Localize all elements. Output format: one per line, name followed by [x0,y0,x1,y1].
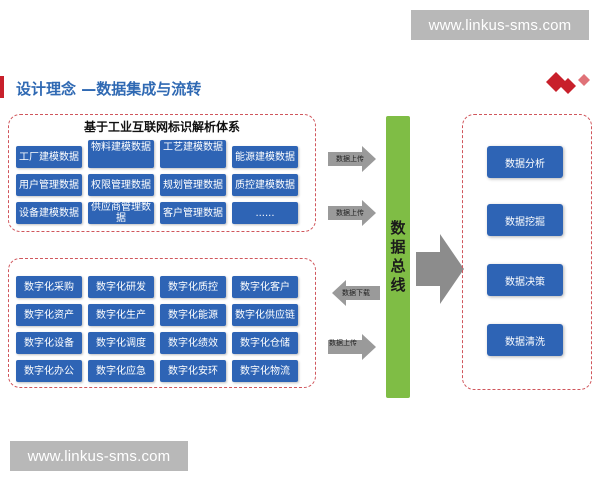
data-analysis-box: 数据分析 [487,146,563,178]
arrow-label-upload-3: 数据上传 [329,339,357,347]
digital-cell: 数字化安环 [160,360,226,382]
digital-cell: 数字化办公 [16,360,82,382]
identifier-group-title: 基于工业互联网标识解析体系 [83,120,240,134]
identifier-cell: ...... [232,202,298,224]
digital-cell: 数字化生产 [88,304,154,326]
data-application-group [462,114,592,390]
slide-title: 设计理念 —数据集成与流转 [16,80,202,98]
digital-cell: 数字化供应链 [232,304,298,326]
identifier-cell: 设备建模数据 [16,202,82,224]
identifier-data-group [8,114,316,232]
identifier-cell: 工厂建模数据 [16,146,82,168]
digital-cell: 数字化资产 [16,304,82,326]
digital-cell: 数字化绩效 [160,332,226,354]
identifier-cell: 用户管理数据 [16,174,82,196]
arrow-upload-2-icon [328,200,376,226]
bus-char: 总 [390,257,406,275]
digital-cell: 数字化调度 [88,332,154,354]
digital-cell: 数字化仓储 [232,332,298,354]
digital-domain-group [8,258,316,388]
identifier-cell: 权限管理数据 [88,174,154,196]
arrow-label-download: 数据下载 [342,289,370,297]
arrow-upload-1-icon [328,146,376,172]
bus-char: 数 [390,219,406,237]
slide: 设计理念 —数据集成与流转 基于工业互联网标识解析体系 工厂建模数据物料建模数据… [0,66,600,406]
digital-cell: 数字化采购 [16,276,82,298]
title-accent-bar [0,76,4,98]
arrow-upload-3-icon [328,334,376,360]
data-cleansing-box: 数据清洗 [487,324,563,356]
digital-cell: 数字化应急 [88,360,154,382]
logo-icon [546,72,590,94]
identifier-cell: 工艺建模数据 [160,140,226,168]
identifier-cell: 物料建模数据 [88,140,154,168]
watermark-bottom: www.linkus-sms.com [10,441,188,471]
digital-cell: 数字化能源 [160,304,226,326]
digital-cell: 数字化设备 [16,332,82,354]
arrow-label-upload-1: 数据上传 [336,155,364,163]
digital-cell: 数字化物流 [232,360,298,382]
big-arrow-right-icon [416,234,464,304]
data-bus: 数 据 总 线 [386,116,410,398]
identifier-cell: 质控建模数据 [232,174,298,196]
arrow-download-icon [332,280,380,306]
digital-cell: 数字化质控 [160,276,226,298]
digital-cell: 数字化客户 [232,276,298,298]
identifier-cell: 客户管理数据 [160,202,226,224]
identifier-cell: 规划管理数据 [160,174,226,196]
data-mining-box: 数据挖掘 [487,204,563,236]
arrow-label-upload-2: 数据上传 [336,209,364,217]
digital-cell: 数字化研发 [88,276,154,298]
identifier-cell: 供应商管理数据 [88,202,154,224]
bus-char: 线 [390,276,406,294]
bus-char: 据 [390,238,406,256]
data-decision-box: 数据决策 [487,264,563,296]
identifier-cell: 能源建模数据 [232,146,298,168]
watermark-top: www.linkus-sms.com [411,10,589,40]
